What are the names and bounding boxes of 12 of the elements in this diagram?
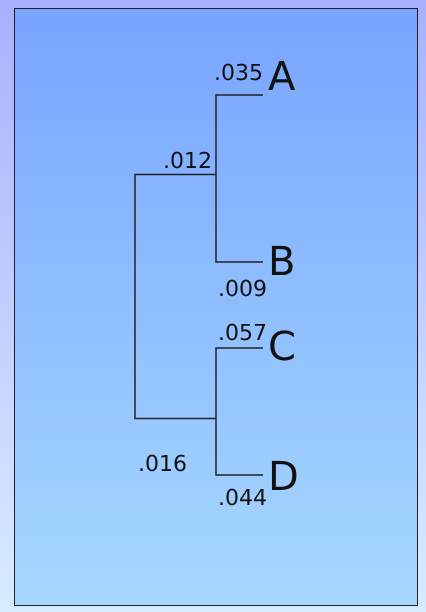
tree-branch — [215, 94, 263, 263]
branch-length: .044 — [218, 487, 267, 511]
branch-length: .057 — [218, 322, 267, 346]
branch-length: .035 — [214, 62, 263, 86]
leaf-label: A — [268, 55, 296, 99]
leaf-label: B — [268, 240, 296, 284]
branch-length: .016 — [138, 453, 187, 477]
leaf-label: C — [268, 325, 296, 369]
branch-length: .012 — [163, 150, 212, 174]
tree-branch — [215, 347, 263, 476]
leaf-label: D — [268, 455, 299, 499]
branch-length: .009 — [218, 278, 267, 302]
